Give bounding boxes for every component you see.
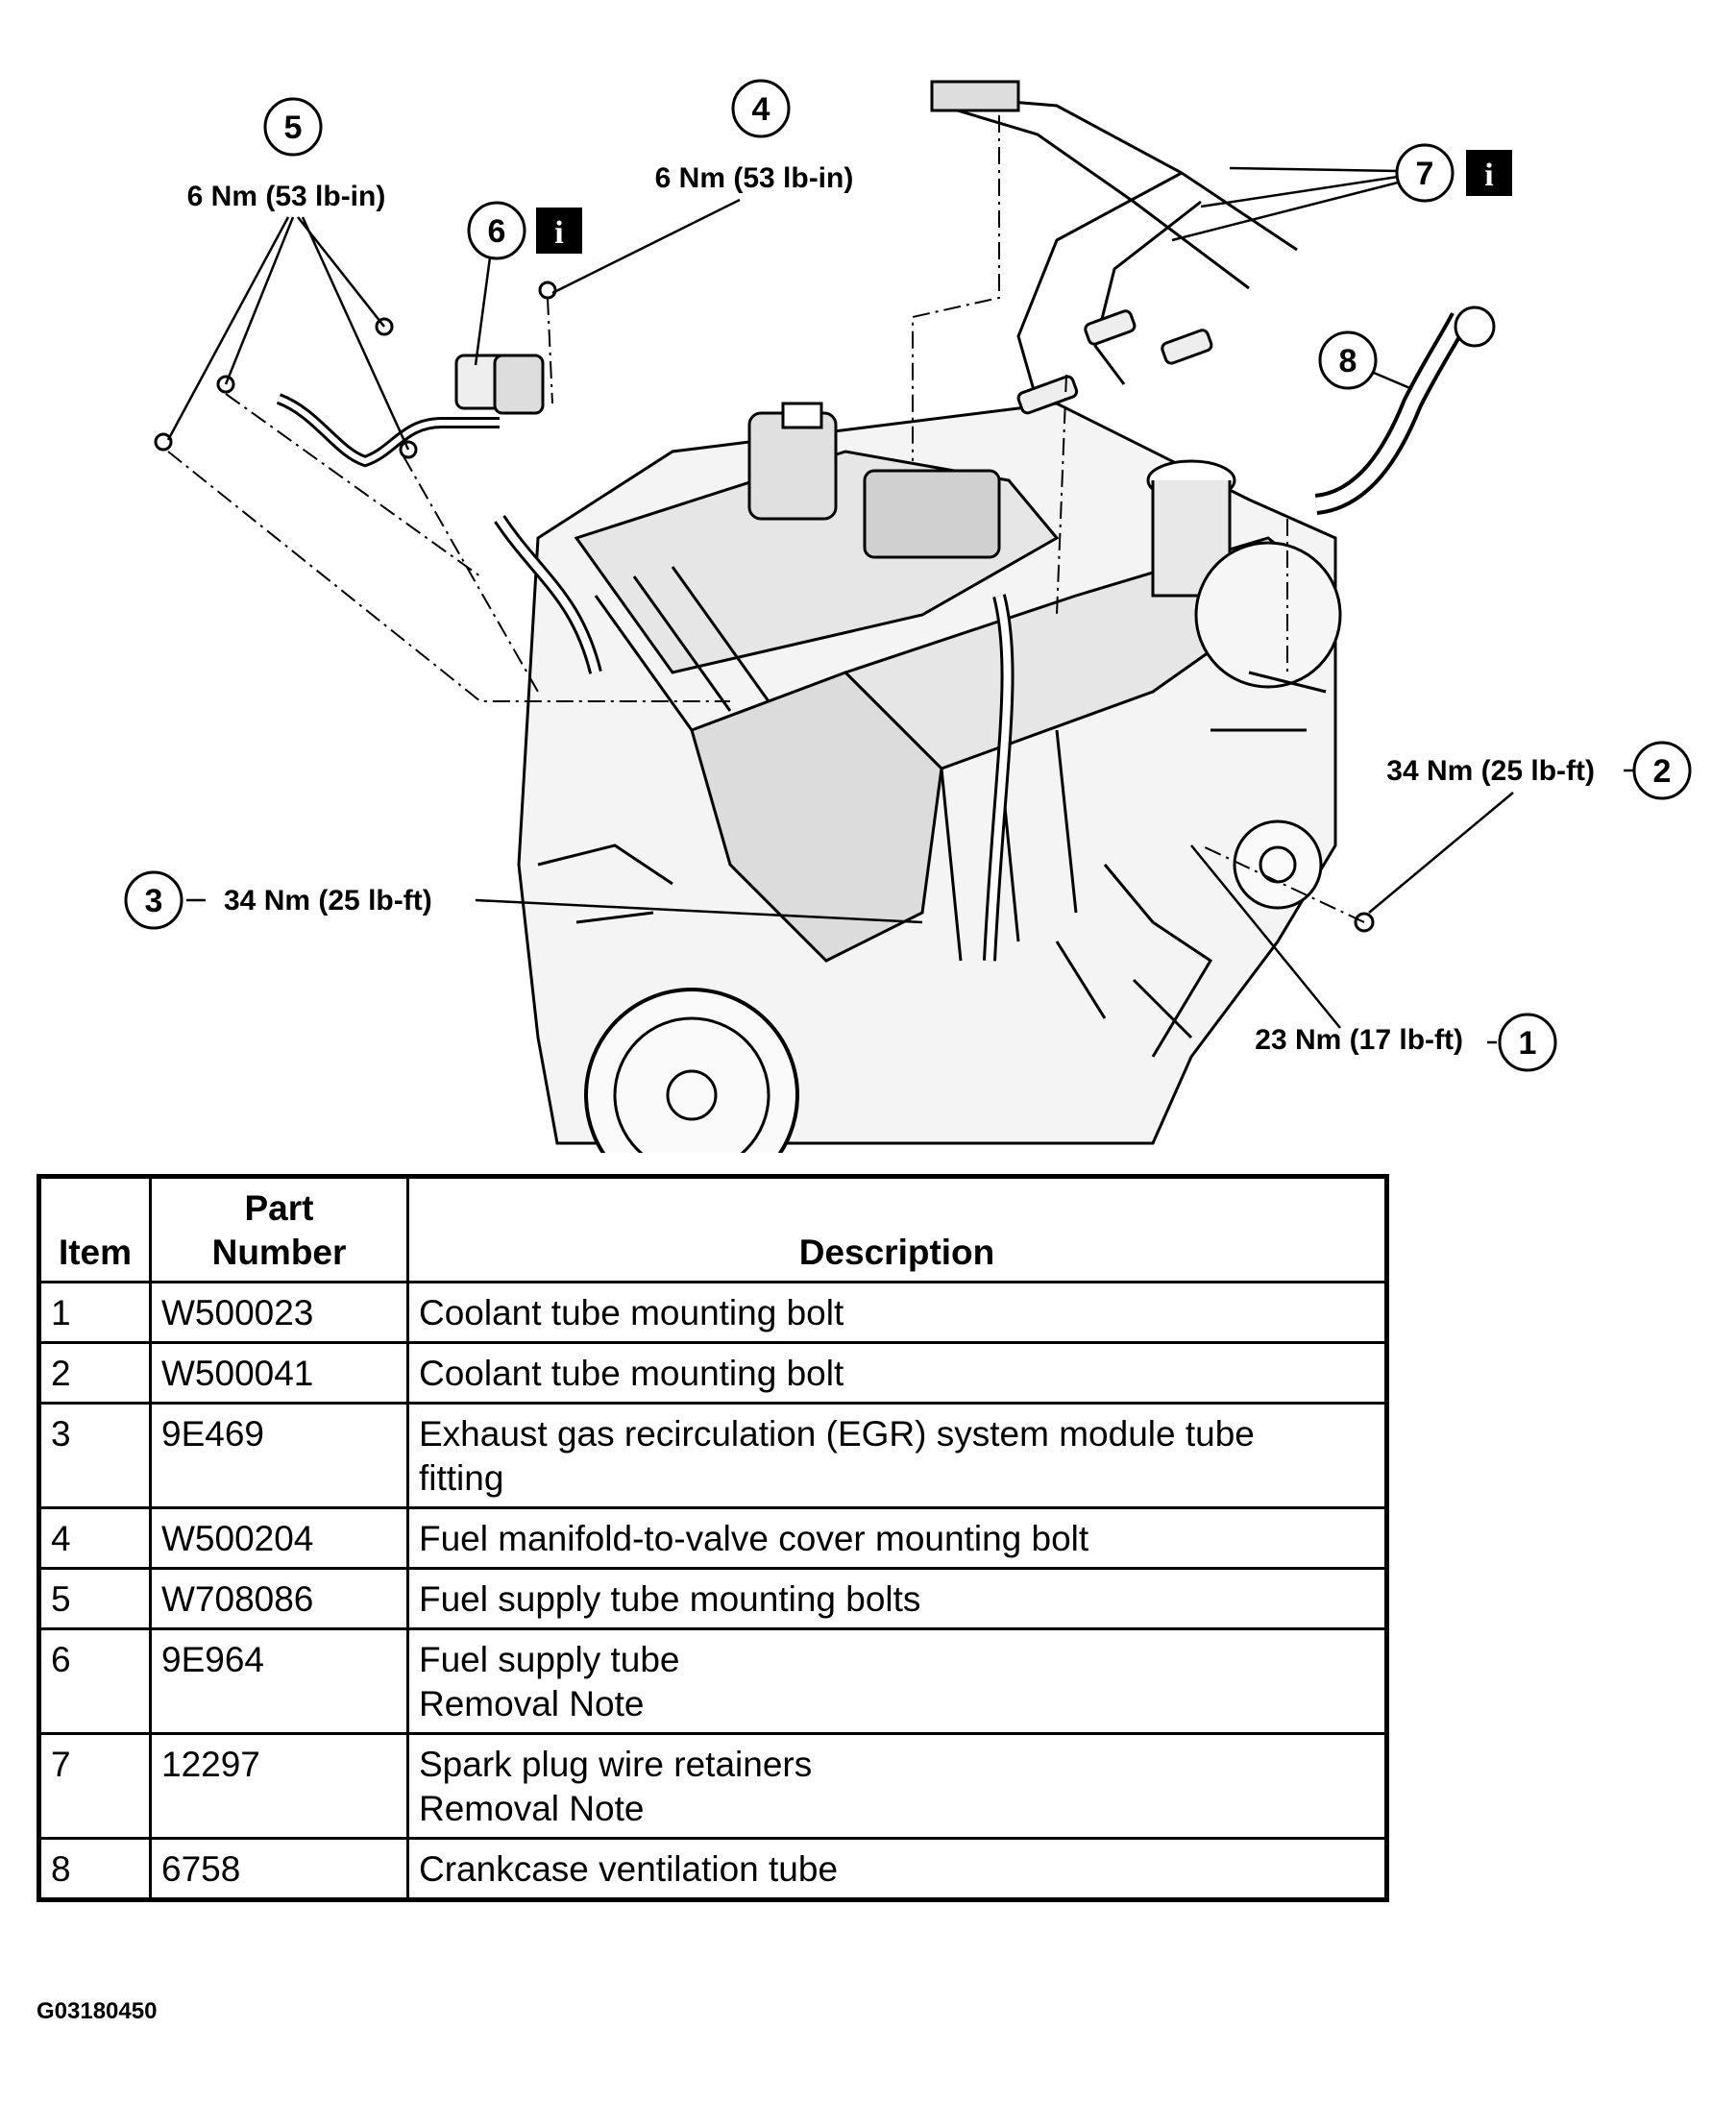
cell-part-number: 12297 bbox=[149, 1732, 409, 1840]
description-line: fitting bbox=[419, 1458, 504, 1498]
cell-description: Fuel manifold-to-valve cover mounting bo… bbox=[406, 1506, 1388, 1570]
callout-5-torque: 6 Nm (53 lb-in) bbox=[187, 181, 386, 212]
cell-item: 5 bbox=[37, 1567, 152, 1630]
callout-3-number: 3 bbox=[145, 883, 163, 919]
info-icon-glyph: i bbox=[554, 215, 563, 251]
header-item: Item bbox=[37, 1175, 152, 1283]
cell-description: Crankcase ventilation tube bbox=[406, 1837, 1388, 1901]
callout-1-torque: 23 Nm (17 lb-ft) bbox=[1255, 1024, 1463, 1056]
header-part-line1: Part bbox=[244, 1188, 314, 1228]
callout-7: 7 i bbox=[1171, 143, 1512, 242]
callout-5: 5 6 Nm (53 lb-in) bbox=[166, 97, 410, 451]
figure-code: G03180450 bbox=[37, 1998, 158, 2024]
callout-8-number: 8 bbox=[1339, 343, 1357, 379]
cell-description: Coolant tube mounting bolt bbox=[406, 1281, 1388, 1344]
cell-item: 1 bbox=[37, 1281, 152, 1344]
callout-8: 8 bbox=[1318, 330, 1413, 391]
callout-2: 2 34 Nm (25 lb-ft) bbox=[1368, 741, 1692, 914]
description-line: Coolant tube mounting bolt bbox=[419, 1354, 844, 1393]
info-icon bbox=[536, 208, 582, 254]
callout-6-number: 6 bbox=[488, 213, 506, 250]
cell-part-number: 9E964 bbox=[149, 1627, 409, 1735]
header-part-line2: Number bbox=[211, 1233, 347, 1272]
alignment-lines bbox=[167, 115, 1365, 923]
callout-4-torque: 6 Nm (53 lb-in) bbox=[655, 162, 854, 194]
callout-2-torque: 34 Nm (25 lb-ft) bbox=[1386, 755, 1595, 787]
callout-7-number: 7 bbox=[1416, 156, 1434, 192]
table-header-row: Item Part Number Description bbox=[37, 1175, 1388, 1283]
description-line: Fuel supply tube mounting bolts bbox=[419, 1579, 921, 1619]
cell-description: Exhaust gas recirculation (EGR) system m… bbox=[406, 1402, 1388, 1509]
callout-4-number: 4 bbox=[752, 91, 770, 128]
cell-part-number: W500041 bbox=[149, 1341, 409, 1405]
description-line: Fuel supply tube bbox=[419, 1640, 680, 1679]
info-icon-glyph: i bbox=[1484, 158, 1493, 193]
callout-2-number: 2 bbox=[1653, 753, 1672, 790]
cell-item: 4 bbox=[37, 1506, 152, 1570]
cell-item: 6 bbox=[37, 1627, 152, 1735]
cell-description: Fuel supply tube mounting bolts bbox=[406, 1567, 1388, 1630]
cell-part-number: W708086 bbox=[149, 1567, 409, 1630]
description-line: Exhaust gas recirculation (EGR) system m… bbox=[419, 1414, 1255, 1454]
callout-1: 1 23 Nm (17 lb-ft) bbox=[1190, 844, 1557, 1072]
description-line: Coolant tube mounting bolt bbox=[419, 1293, 844, 1332]
cell-part-number: W500023 bbox=[149, 1281, 409, 1344]
description-line: Crankcase ventilation tube bbox=[419, 1849, 839, 1889]
engine-diagram: 5 6 Nm (53 lb-in) 4 6 Nm (53 lb-in) 6 i … bbox=[124, 79, 1692, 1153]
cell-item: 2 bbox=[37, 1341, 152, 1405]
callout-3-torque: 34 Nm (25 lb-ft) bbox=[224, 885, 432, 917]
callout-6: 6 i bbox=[467, 201, 582, 366]
info-icon bbox=[1466, 150, 1512, 196]
cell-part-number: 6758 bbox=[149, 1837, 409, 1901]
cell-item: 3 bbox=[37, 1402, 152, 1509]
description-line: Removal Note bbox=[419, 1684, 645, 1723]
description-line: Spark plug wire retainers bbox=[419, 1745, 813, 1784]
cell-part-number: 9E469 bbox=[149, 1402, 409, 1509]
header-part-number: Part Number bbox=[149, 1175, 409, 1283]
cell-description: Coolant tube mounting bolt bbox=[406, 1341, 1388, 1405]
engine-illustration bbox=[154, 80, 1496, 1153]
callout-5-number: 5 bbox=[284, 110, 303, 146]
header-description: Description bbox=[406, 1175, 1388, 1283]
cell-item: 8 bbox=[37, 1837, 152, 1901]
callout-4: 4 6 Nm (53 lb-in) bbox=[551, 79, 854, 295]
callout-1-number: 1 bbox=[1519, 1025, 1537, 1062]
description-line: Removal Note bbox=[419, 1789, 645, 1828]
description-line: Fuel manifold-to-valve cover mounting bo… bbox=[419, 1519, 1089, 1558]
cell-item: 7 bbox=[37, 1732, 152, 1840]
cell-part-number: W500204 bbox=[149, 1506, 409, 1570]
callout-3: 3 34 Nm (25 lb-ft) bbox=[124, 870, 923, 930]
